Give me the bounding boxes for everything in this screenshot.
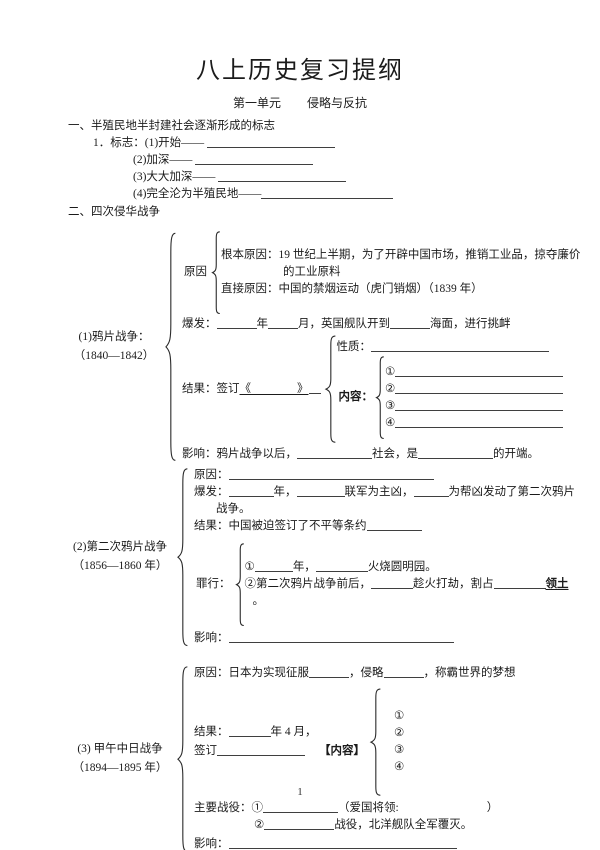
war1-direct-cause: 直接原因：中国的禁烟运动（虎门销烟）（1839 年） [221,283,483,296]
war1-result-line: 结果：签订《 》 [182,381,324,398]
curly-brace-icon [324,335,337,443]
war3-content: 原因：日本为实现征服，侵略，称霸世界的梦想 结果：年 4 月， 签订【内容】 ①… [189,665,600,850]
war1-content: 原因 根本原因：19 世纪上半期，为了开辟中国市场，推销工业品，掠夺廉价 的工业… [177,231,600,463]
war3-treaty-item-1: ① [394,710,405,723]
curly-brace-icon [176,665,189,850]
curly-brace-icon [375,356,385,439]
war3-result-lines: 结果：年 4 月， 签订【内容】 [194,723,369,761]
war1-influence-line: 影响：鸦片战争以后，社会，是的开端。 [182,447,539,460]
war3-battles-line-1: 主要战役：①（爱国将领:） [194,802,499,815]
war3-result-line-2: 签订【内容】 [194,745,365,758]
war2-crime-line-2: ②第二次鸦片战争前后，趁火打劫，割占领土 [244,577,569,590]
mark-line-4: (4)完全沦为半殖民地—— [133,186,600,203]
curly-brace-icon [176,467,189,647]
war1-root-cause-line1: 根本原因：19 世纪上半期，为了开辟中国市场，推销工业品，掠夺廉价 [221,249,581,262]
war2-result-line: 结果：中国被迫签订了不平等条约 [194,518,600,535]
war1-content-item-1: ① [385,364,564,381]
war1-result-block: 结果：签订《 》 性质： 内容： ① ② ③ ④ [182,335,600,443]
page-number: 1 [297,786,303,798]
war1-content-label: 内容： [338,391,374,404]
war2-years: （1856—1860 年） [72,559,168,572]
war1-outbreak-line: 爆发：年月，英国舰队开到海面，进行挑衅 [182,318,511,331]
war2-crime-label: 罪行： [196,577,231,590]
war3-treaty-item-3: ③ [394,744,405,757]
war1-treaty-detail: 性质： 内容： ① ② ③ ④ [337,339,600,439]
war1-years: （1840—1842） [73,349,155,362]
curly-brace-icon [235,543,245,626]
war1-cause-lines: 根本原因：19 世纪上半期，为了开辟中国市场，推销工业品，掠夺廉价 的工业原料 … [221,247,580,298]
war1-name: (1)鸦片战争： [78,330,150,343]
war2-outbreak-line2: 战争。 [216,502,251,515]
curly-brace-icon [211,231,221,314]
war3-treaty-item-2: ② [394,727,405,740]
section-one-marks: 1．标志：(1)开始—— (2)加深—— (3)大大加深—— (4)完全沦为半殖… [68,135,600,203]
war1-cause-label: 原因 [184,266,207,279]
war1-content-block: 内容： ① ② ③ ④ [337,356,600,439]
war3-influence-line: 影响： [194,836,600,850]
war2-content: 原因： 爆发：年，联军为主凶，为帮凶发动了第二次鸦片 战争。 结果：中国被迫签订… [189,467,600,647]
war1-cause-block: 原因 根本原因：19 世纪上半期，为了开辟中国市场，推销工业品，掠夺廉价 的工业… [182,231,600,314]
war3-label: (3) 甲午中日战争 （1894—1895 年） [64,740,176,778]
war1-label: (1)鸦片战争： （1840—1842） [64,328,164,366]
war1-root-cause-line2: 的工业原料 [283,266,341,279]
war1-content-items: ① ② ③ ④ [385,364,564,432]
curly-brace-icon [369,688,382,796]
mark-line-2: (2)加深—— [133,152,600,169]
war2-label: (2)第二次鸦片战争 （1856—1860 年） [64,538,176,576]
curly-brace-icon [164,231,177,463]
war3-cause-line: 原因：日本为实现征服，侵略，称霸世界的梦想 [194,666,516,679]
war2-influence-line: 影响： [194,630,600,647]
war3-treaty-item-4: ④ [394,761,405,774]
war1-content-item-2: ② [385,381,564,398]
war3-name: (3) 甲午中日战争 [77,743,163,756]
section-two-heading: 二、四次侵华战争 [68,206,160,218]
war3-treaty-items: ① ② ③ ④ [382,708,404,776]
war2-crime-period: 。 [252,594,265,607]
war3-block: (3) 甲午中日战争 （1894—1895 年） 原因：日本为实现征服，侵略，称… [64,665,600,850]
war3-result-block: 结果：年 4 月， 签订【内容】 ① ② ③ ④ [194,688,600,796]
war3-result-line-1: 结果：年 4 月， [194,726,317,739]
war1-nature-line: 性质： [337,339,600,356]
war1-block: (1)鸦片战争： （1840—1842） 原因 根本原因：19 世纪上半期，为了… [64,231,600,463]
war1-content-item-3: ③ [385,398,564,415]
section-one-heading: 一、半殖民地半封建社会逐渐形成的标志 [68,120,275,132]
war3-years: （1894—1895 年） [72,762,168,775]
war1-content-item-4: ④ [385,415,564,432]
war2-name: (2)第二次鸦片战争 [73,540,167,553]
war2-outbreak-line1: 爆发：年，联军为主凶，为帮凶发动了第二次鸦片 [194,485,575,498]
page-title: 八上历史复习提纲 [196,58,404,84]
unit-subtitle: 第一单元侵略与反抗 [232,96,368,110]
war2-cause-line: 原因： [194,467,600,484]
mark-line-1: 1．标志：(1)开始—— [93,135,600,152]
mark-line-3: (3)大大加深—— [133,169,600,186]
war2-block: (2)第二次鸦片战争 （1856—1860 年） 原因： 爆发：年，联军为主凶，… [64,467,600,647]
